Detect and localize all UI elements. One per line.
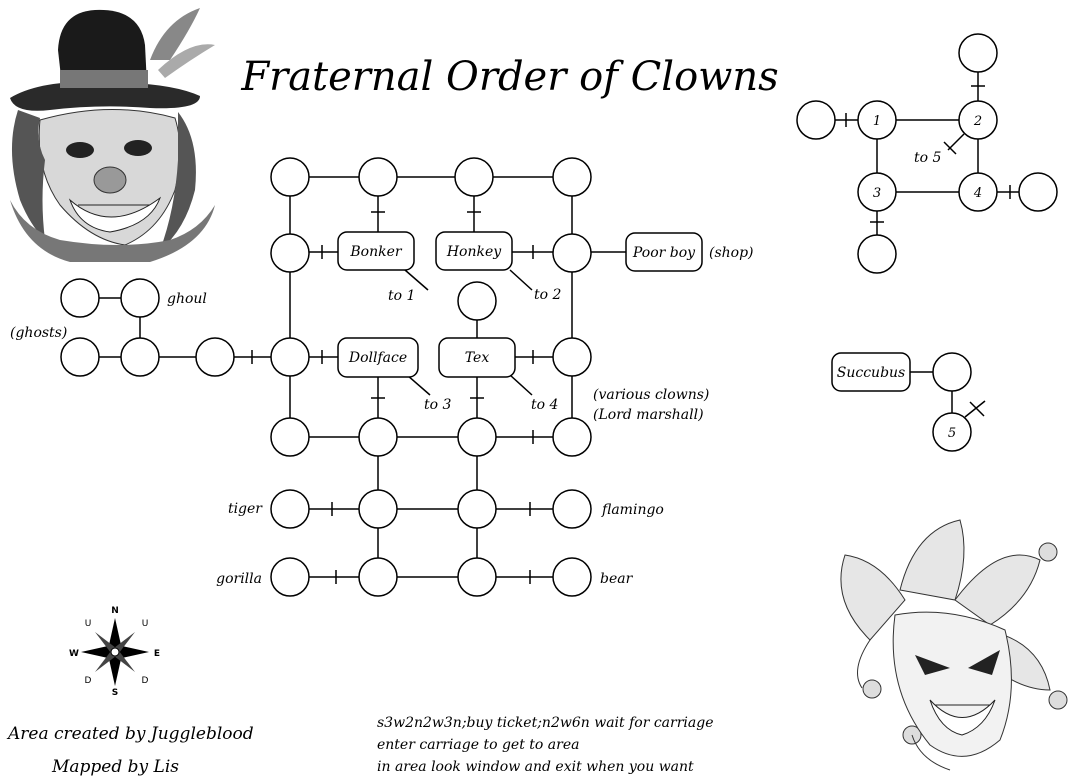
inset-room: [932, 352, 972, 392]
honkey-room: Honkey: [435, 231, 513, 271]
inset-room-2: [958, 100, 998, 140]
inset-room: [1018, 172, 1058, 212]
room-circle: [358, 557, 398, 597]
gorilla-label: gorilla: [216, 571, 262, 587]
ghoul-room: [120, 278, 160, 318]
map-title: Fraternal Order of Clowns: [240, 54, 778, 100]
inset-room-5: [932, 412, 972, 452]
compass-west-label: W: [69, 649, 79, 659]
directions-line-1: s3w2n2w3n;buy ticket;n2w6n wait for carr…: [377, 715, 714, 731]
inset-room-3-number: 3: [873, 186, 881, 201]
compass-down-right-label: D: [142, 676, 149, 686]
compass-east-label: E: [154, 649, 160, 659]
ghosts-label: (ghosts): [10, 325, 67, 341]
succubus-label: Succubus: [837, 365, 905, 381]
poor-boy-label: Poor boy: [632, 245, 696, 261]
room-circle: [457, 417, 497, 457]
exit-to-3-label: to 3: [424, 397, 452, 413]
directions-line-2: enter carriage to get to area: [377, 737, 579, 753]
room-circle: [195, 337, 235, 377]
inset-room-1-number: 1: [873, 114, 881, 129]
inset-room-4: [958, 172, 998, 212]
map-labels: to 1 to 2 to 3 to 4 (shop) ghoul (ghosts…: [10, 245, 754, 587]
gorilla-room: [270, 557, 310, 597]
room-circle: [270, 157, 310, 197]
ghoul-room-left: [60, 278, 100, 318]
bear-room: [552, 557, 592, 597]
room-circle: [270, 337, 310, 377]
room-circle: [457, 489, 497, 529]
compass-up-right-label: U: [142, 619, 149, 629]
succubus-inset: Succubus 5: [831, 352, 986, 452]
ghosts-room: [60, 337, 100, 377]
inset-room: [958, 33, 998, 73]
exit-to-1-label: to 1: [388, 288, 415, 304]
room-circle: [552, 157, 592, 197]
compass-rose: N S W E U U D D: [69, 606, 160, 698]
bonker-room: Bonker: [337, 231, 415, 271]
room-circle: [120, 337, 160, 377]
mapper-credit: Mapped by Lis: [51, 757, 179, 777]
room-circle: [358, 157, 398, 197]
compass-north-label: N: [111, 606, 119, 616]
directions-line-3: in area look window and exit when you wa…: [377, 759, 694, 775]
ghoul-label: ghoul: [167, 291, 207, 307]
inset-room-2-number: 2: [973, 114, 982, 129]
room-circle: [358, 417, 398, 457]
map-rooms: [60, 157, 592, 597]
inset-room-3: [857, 172, 897, 212]
top-hat-clown-image: [10, 8, 215, 262]
tex-label: Tex: [465, 350, 490, 366]
tex-room: Tex: [438, 337, 516, 378]
room-circle: [457, 557, 497, 597]
tiger-label: tiger: [228, 501, 263, 517]
dollface-room: Dollface: [337, 337, 419, 378]
poor-boy-room: Poor boy: [625, 232, 703, 272]
room-circle: [358, 489, 398, 529]
dollface-label: Dollface: [348, 350, 407, 366]
room-circle: [454, 157, 494, 197]
inset-map: 1 2 3 4 to 5: [796, 33, 1058, 274]
bear-label: bear: [600, 571, 634, 587]
succubus-room: [831, 352, 911, 392]
flamingo-label: flamingo: [601, 502, 664, 518]
inset-room: [796, 100, 836, 140]
inset-room-1: [857, 100, 897, 140]
room-circle: [552, 233, 592, 273]
compass-down-left-label: D: [85, 676, 92, 686]
compass-up-left-label: U: [85, 619, 92, 629]
inset-room: [857, 234, 897, 274]
lord-marshall-label: (Lord marshall): [593, 407, 704, 423]
clowns-room: [552, 337, 592, 377]
flamingo-room: [552, 489, 592, 529]
exit-to-5-label: to 5: [914, 150, 942, 166]
exit-to-2-label: to 2: [534, 287, 562, 303]
map-connections: [99, 176, 626, 584]
room-circle: [552, 417, 592, 457]
room-circle: [270, 417, 310, 457]
honkey-label: Honkey: [446, 244, 502, 260]
shop-label: (shop): [709, 245, 754, 261]
area-creator-credit: Area created by Juggleblood: [6, 724, 254, 744]
exit-to-4-label: to 4: [531, 397, 558, 413]
various-clowns-label: (various clowns): [593, 387, 709, 403]
compass-south-label: S: [112, 688, 118, 698]
inset-room-4-number: 4: [973, 186, 982, 201]
room-circle: [270, 233, 310, 273]
tiger-room: [270, 489, 310, 529]
jester-image: [840, 519, 1068, 771]
bonker-label: Bonker: [349, 244, 403, 260]
inset-room-5-number: 5: [948, 426, 956, 441]
room-circle: [457, 281, 497, 321]
